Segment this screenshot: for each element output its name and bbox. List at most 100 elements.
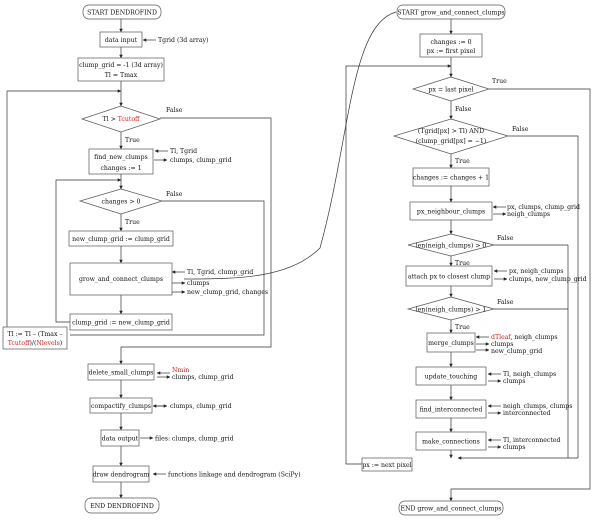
decision-len-gt-1-false: False — [497, 299, 514, 306]
new-clump-grid-box: new_clump_grid := clump_grid — [68, 230, 174, 247]
decision-tl-label: Tl > Tcutoff — [103, 116, 141, 123]
decision-len-gt-1-label: len(neigh_clumps) > 1 — [416, 307, 487, 314]
data-output-arg: files: clumps, clump_grid — [155, 436, 234, 443]
decision-tgrid: (Tgrid[px] > Tl) AND (clump_grid[px] = −… — [392, 118, 529, 165]
tl-update-box: Tl := Tl – (Tmax – Tcutoff)/(Nlevels) — [2, 326, 68, 350]
merge-output-grid: new_clump_grid — [491, 348, 542, 355]
decision-len-gt-0-true: True — [455, 260, 470, 267]
decision-tl-true: True — [125, 137, 140, 144]
find-interconnected-inputs: neigh_clumps, clumps — [503, 403, 572, 410]
find-interconnected-outputs: interconnected — [503, 410, 551, 417]
attach-px-label: attach px to closest clump — [408, 274, 490, 281]
decision-changes-false: False — [166, 191, 183, 198]
new-clump-grid-label: new_clump_grid := clump_grid — [72, 236, 170, 243]
init-clump-grid: clump_grid = -1 (3d array) — [79, 62, 163, 69]
delete-small-clumps-box: delete_small_clumps Nmin clumps, clump_g… — [87, 363, 234, 381]
merge-inputs: dTleaf, neigh_clumps — [491, 334, 558, 341]
dendrofind-start-label: START DENDROFIND — [87, 10, 157, 17]
changes-init-label: changes := 1 — [100, 165, 141, 172]
data-input-label: data input — [105, 37, 138, 44]
grow-and-connect-box: grow_and_connect_clumps Tl, Tgrid, clump… — [69, 262, 268, 296]
px-neighbour-inputs: px, clumps, clump_grid — [507, 204, 580, 211]
update-touching-box: update_touching Tl, neigh_clumps clumps — [415, 366, 556, 386]
find-new-clumps-box: find_new_clumps changes := 1 Tl, Tgrid c… — [88, 148, 232, 175]
draw-dendrogram-box: draw dendrogram functions linkage and de… — [92, 465, 300, 483]
compactify-clumps-label: compactify_clumps — [91, 403, 151, 410]
data-output-box: data output files: clumps, clump_grid — [100, 429, 234, 447]
make-connections-outputs: clumps — [503, 444, 525, 451]
attach-px-box: attach px to closest clump px, neigh_clu… — [405, 265, 587, 287]
grow-output-clumps: clumps — [187, 280, 209, 287]
grow-side-arrows — [475, 205, 508, 449]
tl-update-line2: Tcutoff)/(Nlevels) — [8, 340, 62, 347]
merge-clumps-box: merge_clumps dTleaf, neigh_clumps clumps… — [426, 332, 558, 355]
grow-connectors — [345, 19, 591, 502]
tl-update-line1: Tl := Tl – (Tmax – — [7, 331, 62, 338]
decision-px-last-true: True — [492, 78, 507, 85]
decision-tgrid-line1: (Tgrid[px] > Tl) AND — [418, 128, 484, 135]
make-connections-inputs: Tl, interconnected — [503, 437, 561, 444]
next-pixel-label: px := next pixel — [362, 462, 411, 469]
dendrofind-start: START DENDROFIND — [82, 4, 162, 20]
update-touching-inputs: Tl, neigh_clumps — [503, 371, 556, 378]
delete-small-output: clumps, clump_grid — [172, 374, 234, 381]
grow-end-label: END grow_and_connect_clumps — [401, 506, 502, 513]
find-interconnected-box: find_interconnected neigh_clumps, clumps… — [415, 399, 572, 419]
grow-end: END grow_and_connect_clumps — [398, 500, 504, 516]
grow-inputs: Tl, Tgrid, clump_grid — [187, 269, 253, 276]
dendrofind-connectors — [6, 11, 397, 499]
decision-changes-label: changes > 0 — [102, 199, 141, 206]
data-input-box: data input Tgrid (3d array) — [99, 31, 208, 48]
dendrofind-side-arrows — [140, 38, 186, 476]
data-input-arg: Tgrid (3d array) — [158, 37, 208, 44]
px-neighbour-clumps-box: px_neighbour_clumps px, clumps, clump_gr… — [409, 201, 580, 221]
grow-init-px: px := first pixel — [427, 48, 475, 55]
grow-flowchart: START grow_and_connect_clumps changes :=… — [345, 4, 591, 516]
delete-small-input: Nmin — [172, 367, 189, 374]
dendrofind-end-label: END DENDROFIND — [90, 503, 154, 510]
grow-start: START grow_and_connect_clumps — [396, 4, 506, 20]
dendrofind-end: END DENDROFIND — [84, 497, 160, 514]
merge-output-clumps: clumps — [491, 341, 513, 348]
decision-tgrid-false: False — [512, 126, 529, 133]
changes-inc-box: changes := changes + 1 — [412, 167, 490, 187]
decision-px-last-label: px = last pixel — [429, 87, 474, 94]
find-new-clumps-inputs: Tl, Tgrid — [170, 148, 197, 155]
decision-px-last: px = last pixel True False — [411, 76, 507, 113]
draw-dendrogram-label: draw dendrogram — [93, 472, 150, 479]
decision-len-gt-0-label: len(neigh_clumps) > 0 — [416, 243, 487, 250]
decision-len-gt-1-true: True — [455, 324, 470, 331]
update-touching-label: update_touching — [425, 374, 477, 381]
decision-px-last-false: False — [455, 106, 472, 113]
attach-outputs: clumps, new_clump_grid — [509, 276, 587, 283]
make-connections-box: make_connections Tl, interconnected clum… — [415, 431, 561, 451]
changes-inc-label: changes := changes + 1 — [413, 175, 489, 182]
data-output-label: data output — [102, 436, 139, 443]
attach-inputs: px, neigh_clumps — [509, 268, 563, 275]
compactify-io: clumps, clump_grid — [170, 403, 232, 410]
merge-clumps-label: merge_clumps — [428, 340, 474, 347]
init-tl: Tl = Tmax — [105, 72, 138, 79]
clump-grid-assign-box: clump_grid := new_clump_grid — [69, 313, 173, 331]
decision-tl-gt-tcutoff: Tl > Tcutoff False True — [80, 105, 183, 144]
grow-init-box: changes := 0 px := first pixel — [419, 33, 483, 58]
make-connections-label: make_connections — [422, 439, 480, 446]
decision-changes-true: True — [125, 219, 140, 226]
grow-start-label: START grow_and_connect_clumps — [397, 10, 504, 17]
init-box: clump_grid = -1 (3d array) Tl = Tmax — [77, 57, 165, 82]
decision-len-gt-1: len(neigh_clumps) > 1 False True — [406, 296, 514, 331]
dendrofind-flowchart: START DENDROFIND data input Tgrid (3d ar… — [2, 4, 397, 514]
grow-init-changes: changes := 0 — [430, 39, 471, 46]
decision-tl-false: False — [166, 107, 183, 114]
px-neighbour-outputs: neigh_clumps — [507, 211, 550, 218]
find-new-clumps-outputs: clumps, clump_grid — [170, 157, 232, 164]
find-interconnected-label: find_interconnected — [420, 407, 483, 414]
update-touching-outputs: clumps — [503, 378, 525, 385]
decision-len-gt-0-false: False — [497, 235, 514, 242]
find-new-clumps-label: find_new_clumps — [94, 154, 148, 161]
grow-output-grid-changes: new_clump_grid, changes — [187, 289, 268, 296]
compactify-clumps-box: compactify_clumps clumps, clump_grid — [89, 397, 232, 414]
grow-and-connect-label: grow_and_connect_clumps — [79, 276, 163, 283]
clump-grid-assign-label: clump_grid := new_clump_grid — [72, 320, 170, 327]
decision-tgrid-true: True — [455, 158, 470, 165]
